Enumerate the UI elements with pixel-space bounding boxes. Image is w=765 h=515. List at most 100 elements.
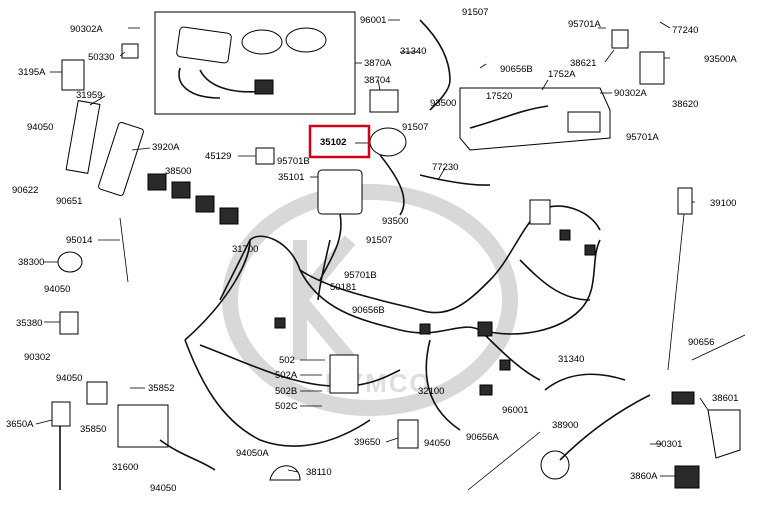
label-95701B-a: 95701B (277, 156, 310, 167)
components (51, 19, 746, 491)
sensor-39100 (677, 187, 693, 215)
harness-connector-e (274, 317, 286, 329)
label-35101: 35101 (278, 172, 304, 183)
label-95701A-r: 95701A (626, 132, 659, 143)
label-38900: 38900 (552, 420, 578, 431)
label-91507-b: 91507 (402, 122, 428, 133)
harness-connector-g (479, 384, 493, 396)
label-94050-c: 94050 (56, 373, 82, 384)
label-32100: 32100 (418, 386, 444, 397)
label-38300: 38300 (18, 257, 44, 268)
harness-connector-b (419, 323, 431, 335)
harness-connector-c (559, 229, 571, 241)
label-3870A: 3870A (364, 58, 392, 69)
cdi-unit-box (329, 354, 359, 394)
horn-38300 (57, 251, 83, 273)
flasher-38704 (369, 89, 399, 113)
lever-assembly-group (459, 87, 611, 151)
lever-switch (567, 111, 601, 133)
relay-a (147, 173, 167, 191)
label-94050-b: 94050 (44, 284, 70, 295)
label-93500: 93500 (430, 98, 456, 109)
label-35102: 35102 (320, 137, 346, 148)
label-3920A: 3920A (152, 142, 180, 153)
label-3860A: 3860A (630, 471, 658, 482)
label-45129: 45129 (205, 151, 231, 162)
label-502: 502 (279, 355, 295, 366)
label-38621: 38621 (570, 58, 596, 69)
label-94050-d: 94050 (150, 483, 176, 494)
label-31959: 31959 (76, 90, 102, 101)
harness-connector-d (584, 244, 596, 256)
label-39650: 39650 (354, 437, 380, 448)
label-77230: 77230 (432, 162, 458, 173)
relay-3860A (674, 465, 700, 489)
sensor-35380 (59, 311, 79, 335)
label-35380: 35380 (16, 318, 42, 329)
label-38704: 38704 (364, 75, 390, 86)
bracket-38621 (611, 29, 629, 49)
receiver-connector (254, 79, 274, 95)
label-77240: 77240 (672, 25, 698, 36)
label-90656: 90656 (688, 337, 714, 348)
highlight-box (308, 124, 371, 159)
label-38620: 38620 (672, 99, 698, 110)
part-39650-shape (397, 419, 419, 449)
label-96001-top: 96001 (360, 15, 386, 26)
label-35850: 35850 (80, 424, 106, 435)
ignition-cover (369, 127, 407, 157)
starter-relay-35850 (86, 381, 108, 405)
label-3195A: 3195A (18, 67, 46, 78)
label-39100: 39100 (710, 198, 736, 209)
relay-d (219, 207, 239, 225)
part-labels: 90302A 50330 3195A 31959 94050 90622 906… (6, 7, 738, 494)
label-1752A: 1752A (548, 69, 576, 80)
label-31340-r: 31340 (558, 354, 584, 365)
label-90301: 90301 (656, 439, 682, 450)
label-50181: 50181 (330, 282, 356, 293)
label-17520: 17520 (486, 91, 512, 102)
label-90302A-top: 90302A (70, 24, 103, 35)
label-502C: 502C (275, 401, 298, 412)
label-95701A-top: 95701A (568, 19, 601, 30)
regulator-31600 (117, 404, 169, 448)
label-93500A: 93500A (704, 54, 737, 65)
label-31340-top: 31340 (400, 46, 426, 57)
label-93500-b: 93500 (382, 216, 408, 227)
label-35852: 35852 (148, 383, 174, 394)
label-31600: 31600 (112, 462, 138, 473)
part-50330-shape (121, 43, 139, 59)
label-94050-a: 94050 (27, 122, 53, 133)
main-wiring-harness (184, 199, 601, 447)
label-94050-e: 94050 (424, 438, 450, 449)
label-90656B-top: 90656B (500, 64, 533, 75)
relay-c (195, 195, 215, 213)
label-38500: 38500 (165, 166, 191, 177)
label-90651: 90651 (56, 196, 82, 207)
part-3195A-shape (61, 59, 85, 91)
label-38110: 38110 (306, 467, 332, 478)
label-90302A-r: 90302A (614, 88, 647, 99)
relay-38620 (639, 51, 665, 85)
ignition-switch (317, 169, 363, 215)
label-90622: 90622 (12, 185, 38, 196)
label-96001-b: 96001 (502, 405, 528, 416)
label-3650A: 3650A (6, 419, 34, 430)
label-31700: 31700 (232, 244, 258, 255)
label-38601: 38601 (712, 393, 738, 404)
label-502A: 502A (275, 370, 298, 381)
bracket-45129 (255, 147, 275, 165)
harness-connector-a (477, 321, 493, 337)
part-31959-shape (65, 100, 101, 174)
key-fob-group (154, 11, 356, 115)
label-91507-top: 91507 (462, 7, 488, 18)
remote-key-left (241, 29, 283, 55)
fuse-box-3650A (51, 401, 71, 427)
leader-lines (35, 19, 709, 477)
label-91507-c: 91507 (366, 235, 392, 246)
relay-b (171, 181, 191, 199)
label-90656A: 90656A (466, 432, 499, 443)
ignition-switch-group (317, 127, 407, 281)
label-95014: 95014 (66, 235, 92, 246)
